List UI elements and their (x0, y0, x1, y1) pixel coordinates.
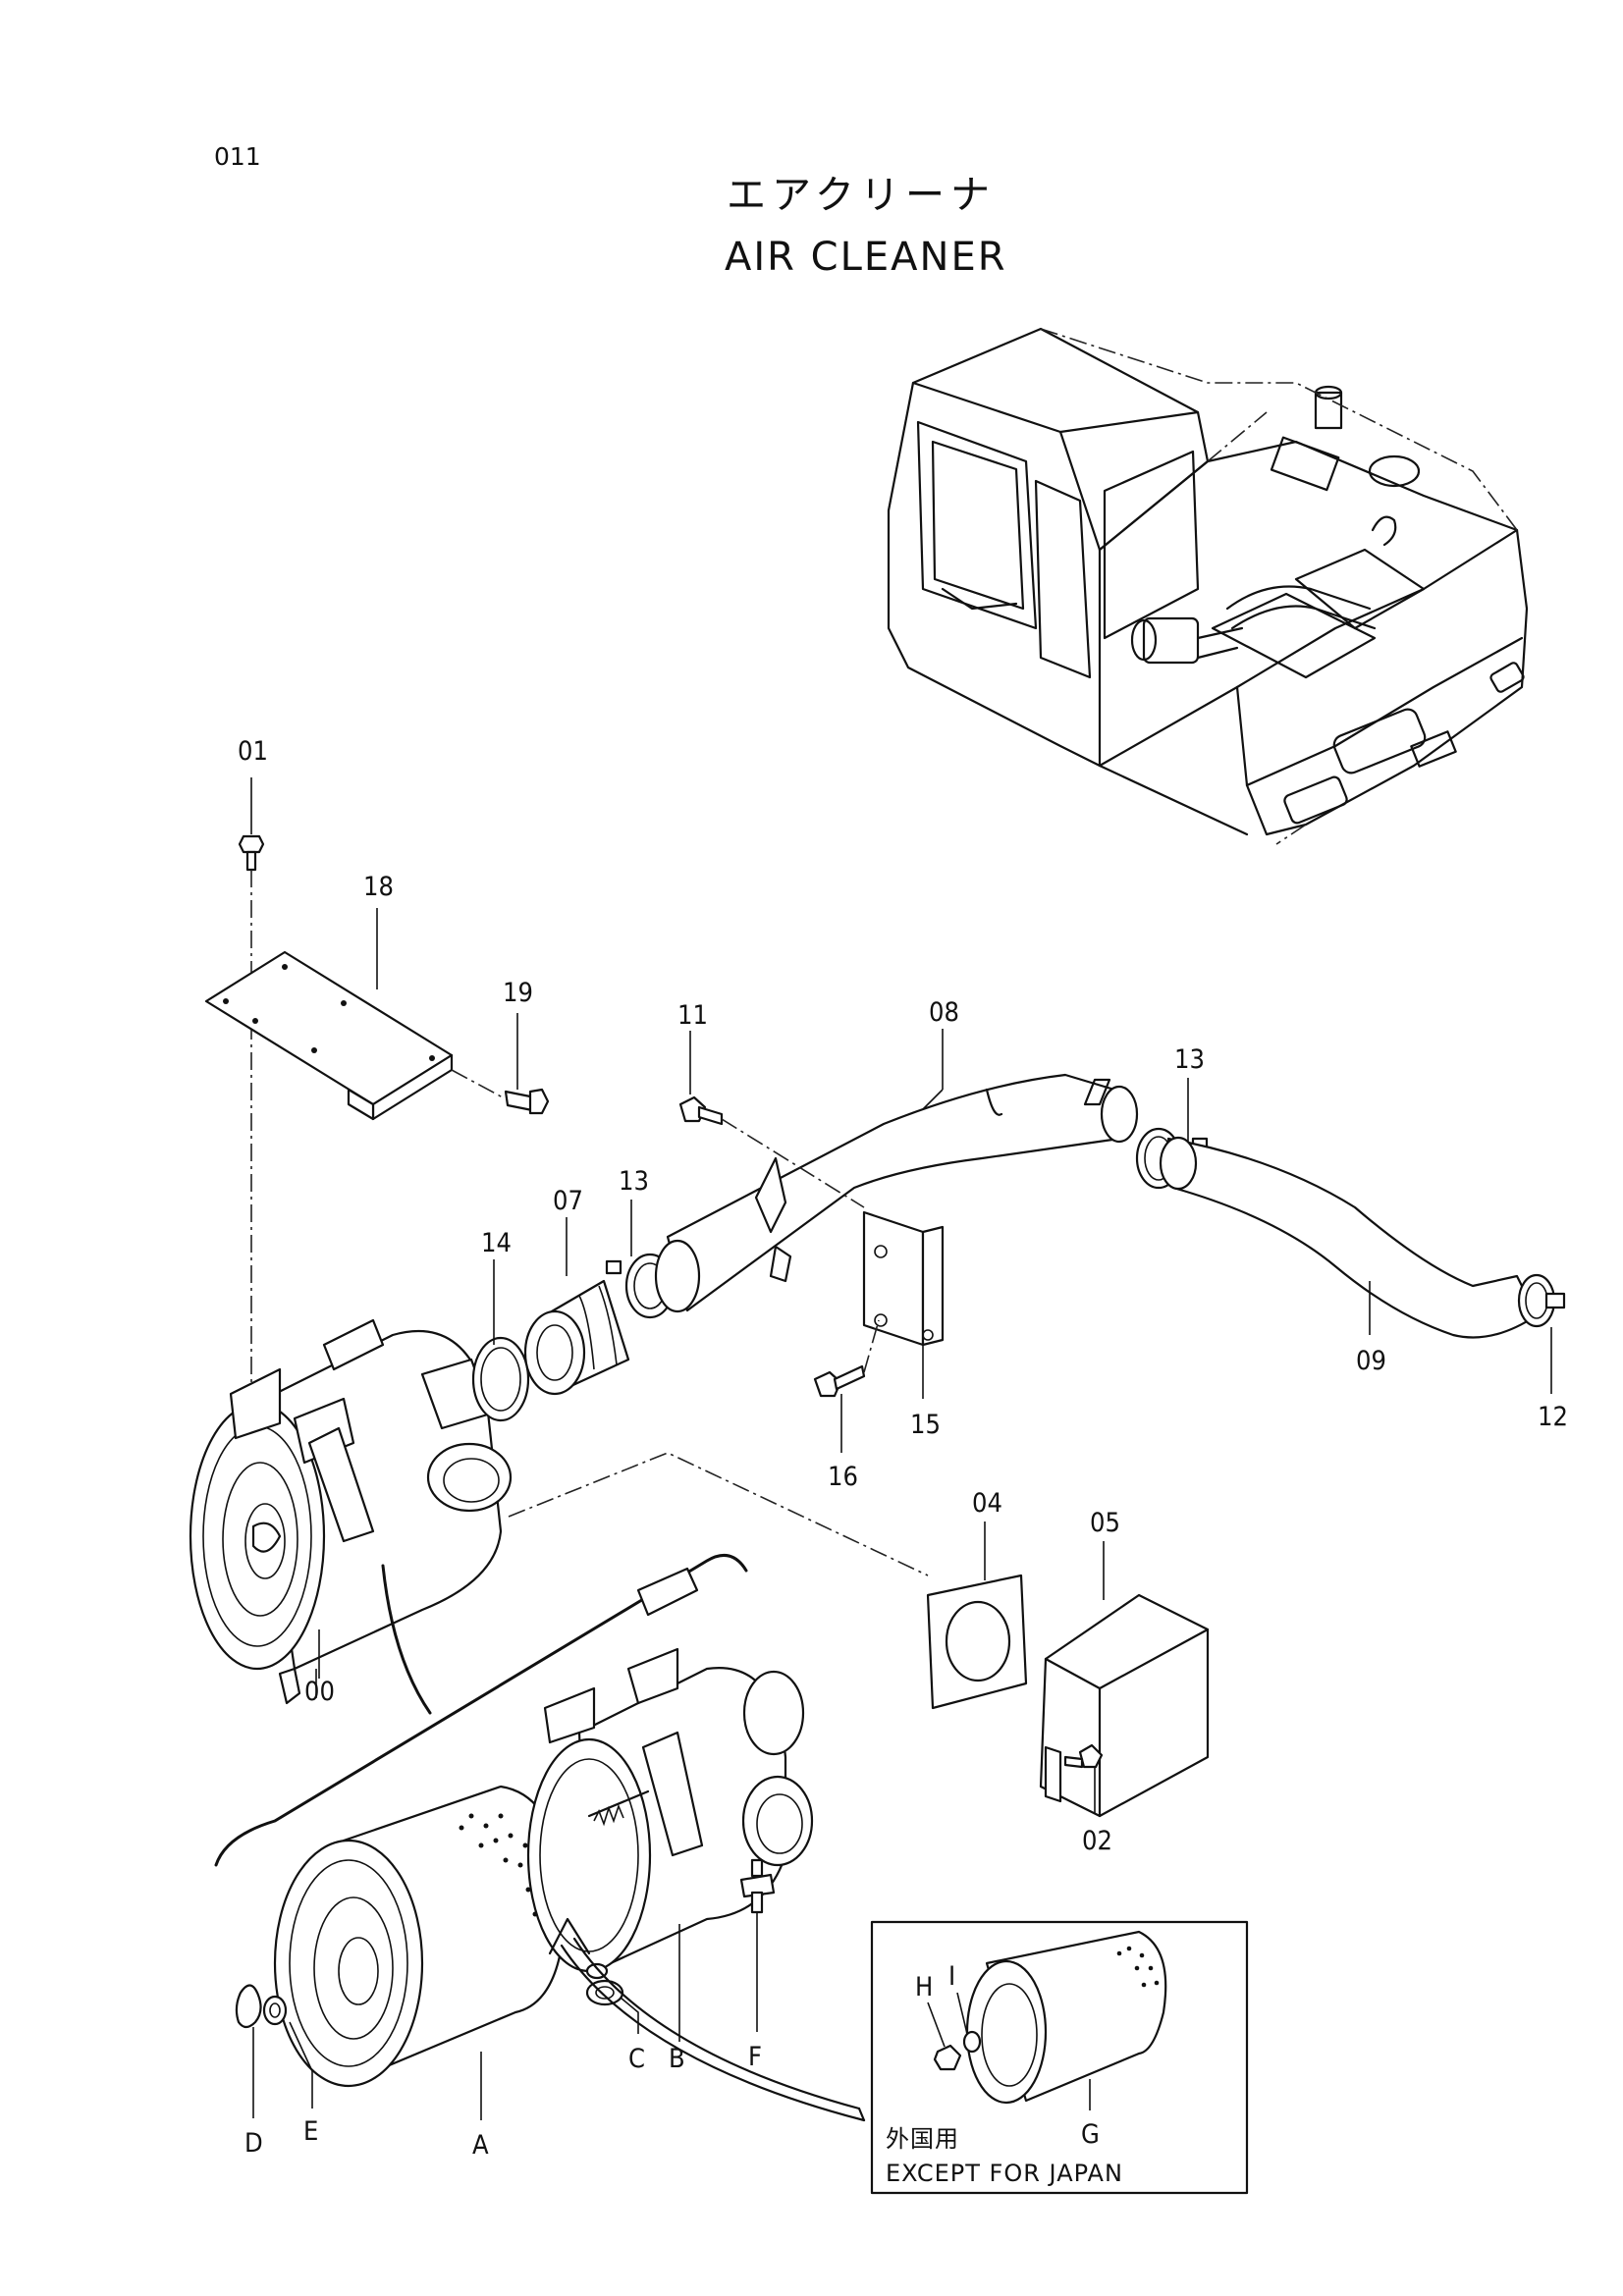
clamp-12 (1517, 1273, 1566, 1394)
label-F: F (748, 2042, 762, 2072)
bolt-02 (1063, 1743, 1104, 1814)
label-09: 09 (1356, 1346, 1386, 1376)
label-D: D (244, 2128, 263, 2159)
label-B: B (669, 2044, 685, 2074)
bracket-15 (862, 1210, 945, 1399)
cover-05 (1039, 1541, 1210, 1818)
hose-09 (1159, 1136, 1539, 1339)
label-14: 14 (481, 1228, 512, 1258)
air-cleaner-00 (189, 1318, 513, 1705)
label-16: 16 (828, 1462, 858, 1492)
valve-C (585, 1979, 639, 2034)
label-G: G (1081, 2119, 1100, 2150)
bolt-19 (451, 1013, 550, 1115)
label-A: A (472, 2130, 489, 2161)
label-11: 11 (677, 1000, 708, 1031)
label-00: 00 (304, 1677, 335, 1707)
pipe-08 (654, 1029, 1139, 1313)
label-19: 19 (503, 978, 533, 1008)
label-13-right: 13 (1174, 1044, 1205, 1075)
title-japanese: エアクリーナ (727, 173, 996, 218)
washer-E (262, 1995, 313, 2109)
excavator-overview (887, 327, 1529, 845)
label-18: 18 (363, 872, 394, 902)
label-E: E (303, 2116, 318, 2147)
export-inset-box: 外国用 EXCEPT FOR JAPAN (870, 1920, 1249, 2195)
part-labels: 01 18 19 11 08 13 07 13 14 09 12 15 16 0… (238, 736, 1568, 2161)
nut-H (927, 2002, 962, 2071)
note-english: EXCEPT FOR JAPAN (886, 2160, 1123, 2187)
wing-nut-D (235, 1984, 262, 2118)
filter-element-G (965, 1930, 1167, 2110)
exploded-view-bracket (214, 1553, 748, 1867)
page-number: 011 (214, 142, 261, 171)
export-arrow (548, 1917, 866, 2122)
label-08: 08 (929, 997, 959, 1028)
label-C: C (628, 2044, 645, 2074)
label-H: H (915, 1972, 933, 2002)
filter-element-A (273, 1785, 567, 2120)
label-07: 07 (553, 1186, 583, 1216)
washer-I (956, 1992, 982, 2054)
gasket-04 (926, 1522, 1028, 1710)
label-05: 05 (1090, 1508, 1120, 1538)
hose-07 (523, 1217, 630, 1396)
note-japanese: 外国用 (886, 2125, 959, 2153)
plate-18 (204, 908, 454, 1121)
label-01: 01 (238, 736, 268, 767)
title-english: AIR CLEANER (725, 235, 1007, 280)
label-13-left: 13 (619, 1166, 649, 1197)
label-12: 12 (1538, 1402, 1568, 1432)
label-15: 15 (910, 1410, 941, 1440)
clamp-14 (471, 1259, 530, 1422)
bolt-01 (238, 777, 265, 1394)
label-02: 02 (1082, 1826, 1112, 1856)
housing-B (526, 1567, 814, 2042)
bolt-16 (813, 1319, 880, 1453)
label-I: I (948, 1961, 955, 1992)
indicator-F (739, 1858, 776, 2032)
bolt-11 (678, 1031, 865, 1208)
label-04: 04 (972, 1488, 1002, 1519)
